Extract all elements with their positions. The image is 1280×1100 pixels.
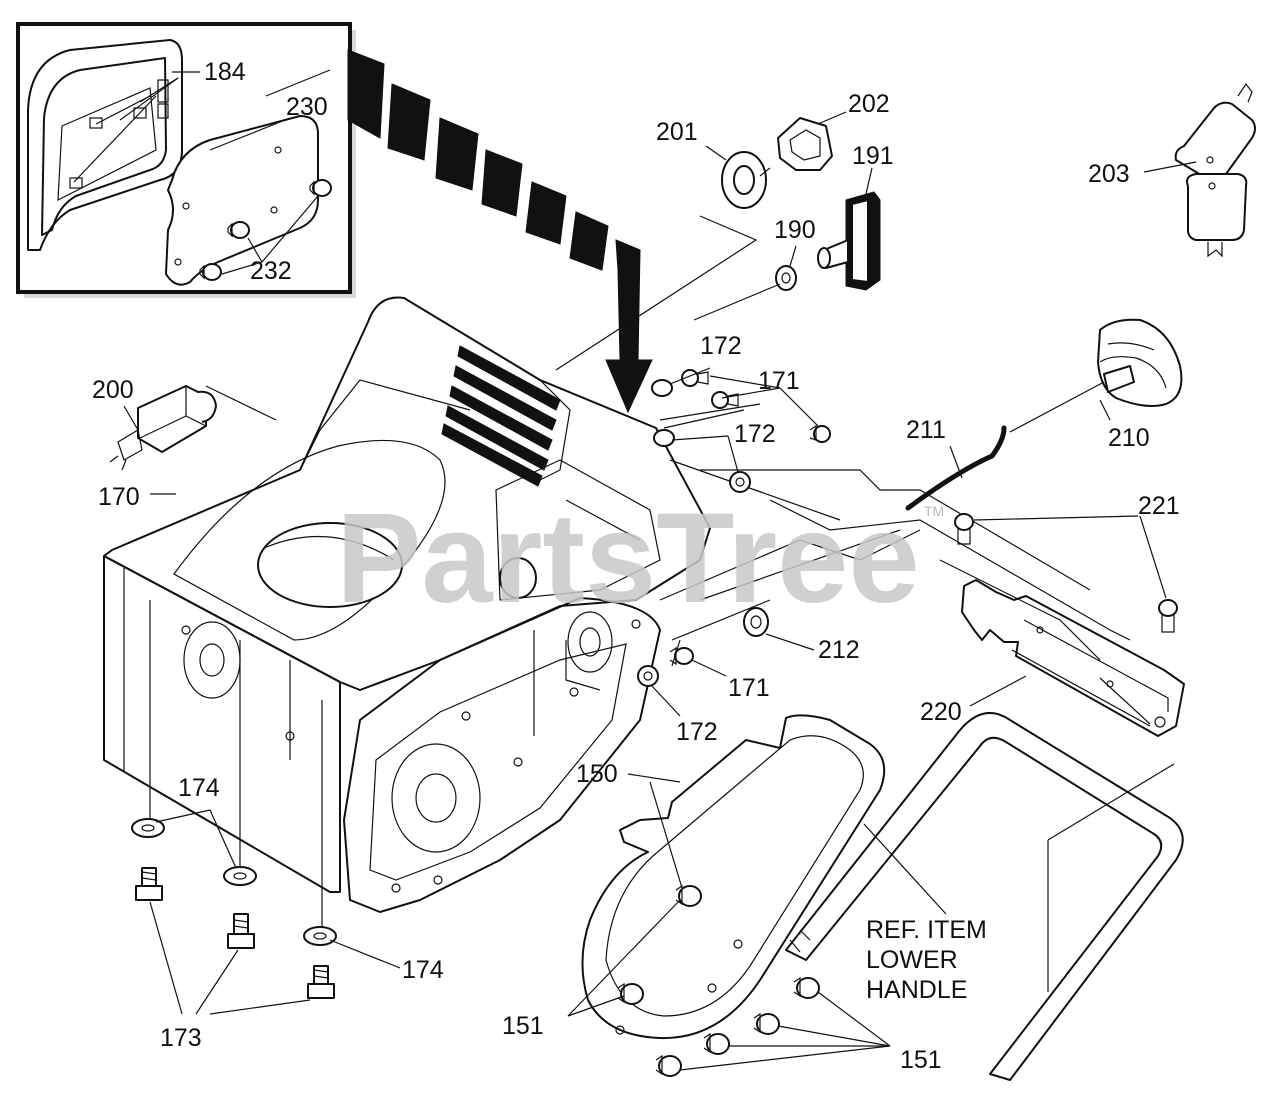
label-151-b: 151	[900, 1046, 942, 1074]
ignition-switch-200	[109, 385, 277, 471]
detail-arrow	[347, 49, 653, 414]
choke-knob-191	[817, 167, 881, 291]
watermark-text: PartsTree	[336, 487, 920, 630]
label-230: 230	[286, 93, 328, 121]
hardware	[109, 82, 1256, 1077]
label-191: 191	[852, 142, 894, 170]
label-171-a: 171	[758, 367, 800, 395]
nut-201	[705, 145, 767, 209]
screws-221	[954, 513, 1178, 633]
detail-inset	[16, 22, 356, 298]
bolts-173-washers-174	[131, 600, 401, 1015]
label-150: 150	[576, 760, 618, 788]
chute-bracket-220	[961, 579, 1185, 737]
label-174-a: 174	[178, 774, 220, 802]
watermark: PartsTree TM	[336, 487, 944, 630]
ref-note-line2: LOWER	[866, 946, 958, 974]
label-190: 190	[774, 216, 816, 244]
washer-190	[693, 245, 797, 321]
label-174-b: 174	[402, 956, 444, 984]
watermark-tm: TM	[924, 503, 944, 519]
label-200: 200	[92, 376, 134, 404]
ref-note: REF. ITEM LOWER HANDLE	[866, 916, 987, 1004]
label-211: 211	[906, 416, 946, 444]
part-labels: 184 230 232 201 202 191 203 190 172 171 …	[92, 58, 1180, 1074]
label-172-a: 172	[700, 332, 742, 360]
screws-151	[567, 781, 891, 1077]
label-203: 203	[1088, 160, 1130, 188]
label-210: 210	[1108, 424, 1150, 452]
label-173: 173	[160, 1024, 202, 1052]
label-151-a: 151	[502, 1012, 544, 1040]
label-171-b: 171	[728, 674, 770, 702]
label-172-b: 172	[734, 420, 776, 448]
auger-housing-170	[103, 296, 711, 913]
label-232: 232	[250, 257, 292, 285]
label-172-c: 172	[676, 718, 718, 746]
keys-203	[1143, 82, 1256, 258]
label-202: 202	[848, 90, 890, 118]
ref-note-line1: REF. ITEM	[866, 916, 987, 944]
ref-note-line3: HANDLE	[866, 976, 967, 1004]
gasket-202	[759, 111, 847, 177]
label-220: 220	[920, 698, 962, 726]
label-212: 212	[818, 636, 860, 664]
bushing-212	[743, 607, 815, 651]
construction-lines	[555, 215, 1131, 667]
belt-cover-150	[581, 714, 886, 1040]
label-184: 184	[204, 58, 246, 86]
pulley-210	[1009, 318, 1183, 433]
cable-211	[905, 425, 1007, 511]
fasteners-171-172	[651, 367, 831, 493]
label-201: 201	[656, 118, 698, 146]
label-221: 221	[1138, 492, 1180, 520]
label-170: 170	[98, 483, 140, 511]
fasteners-171-172-lower	[637, 646, 727, 717]
lower-handle-ref	[785, 711, 1184, 1081]
